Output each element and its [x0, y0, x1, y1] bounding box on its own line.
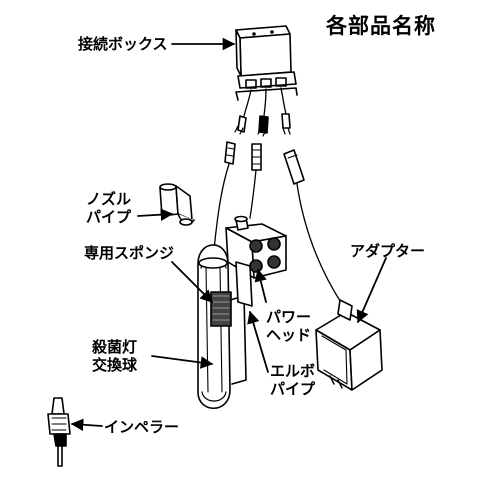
- arrow-power-head: [254, 268, 267, 303]
- arrow-sponge: [171, 261, 213, 303]
- nozzle-pipe-drawing: [159, 183, 195, 226]
- power-head-label-line2: ヘッド: [266, 326, 312, 344]
- uv-lamp-label-line2: 交換球: [92, 356, 138, 374]
- arrow-impeller: [70, 418, 103, 432]
- elbow-pipe-label-line2: パイプ: [270, 380, 316, 398]
- adapter-label: アダプター: [350, 242, 426, 260]
- sponge-label: 専用スポンジ: [84, 244, 175, 262]
- nozzle-pipe-label-line1: ノズル: [86, 190, 132, 208]
- page-title: 各部品名称: [326, 14, 436, 38]
- junction-box-drawing: [235, 25, 298, 101]
- power-head-drawing: [225, 215, 287, 307]
- power-cables: [213, 163, 343, 305]
- sponge-drawing: [210, 291, 232, 327]
- junction-box-label: 接続ボックス: [78, 35, 168, 53]
- arrow-elbow-pipe: [247, 310, 269, 373]
- leader-arrows: [70, 37, 387, 432]
- impeller-drawing: [47, 397, 71, 467]
- power-head-label-line1: パワー: [266, 308, 312, 326]
- adapter-drawing: [315, 299, 383, 391]
- arrow-uv-lamp: [151, 355, 214, 369]
- connector-pairs: [234, 113, 291, 137]
- impeller-label: インペラー: [104, 418, 180, 436]
- nozzle-pipe-label-line2: パイプ: [86, 208, 132, 226]
- lower-plugs: [224, 141, 305, 185]
- arrow-nozzle-pipe: [137, 208, 174, 221]
- arrow-adapter: [356, 257, 387, 324]
- elbow-pipe-label-line1: エルボ: [270, 362, 316, 380]
- uv-lamp-label-line1: 殺菌灯: [92, 338, 138, 356]
- junction-cables: [243, 87, 287, 117]
